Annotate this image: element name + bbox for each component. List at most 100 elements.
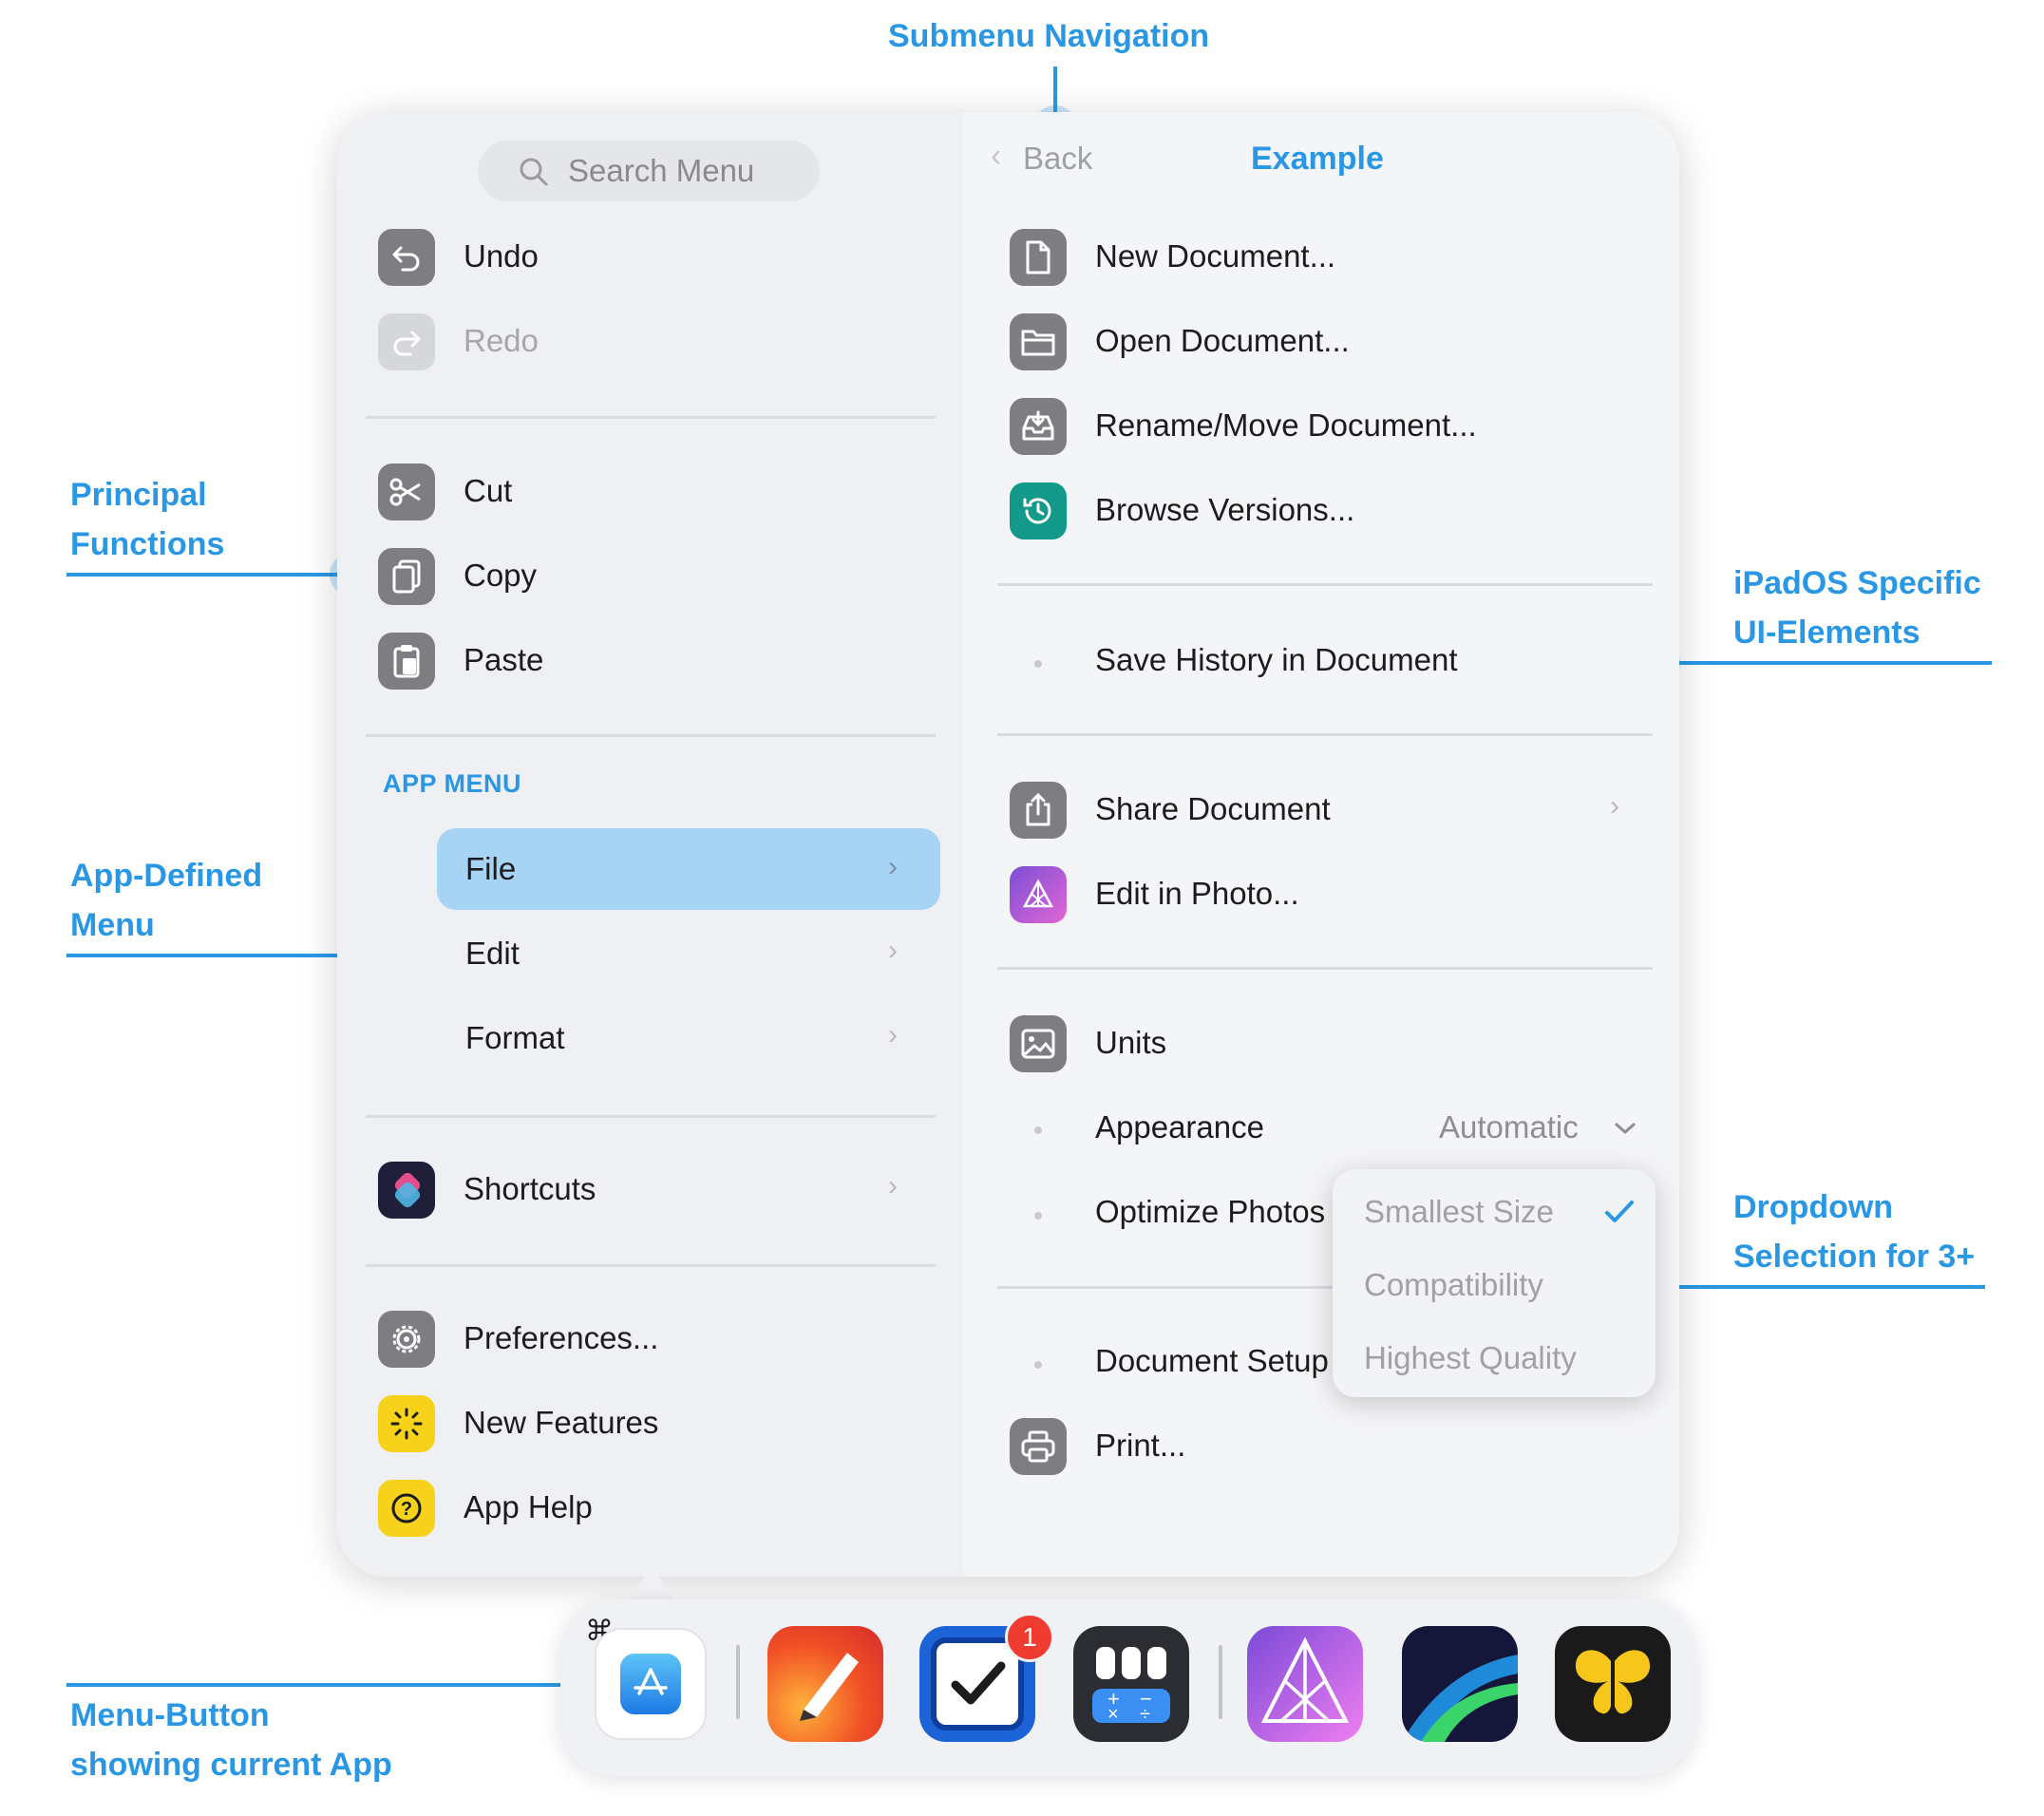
paste-item[interactable]: Paste — [464, 642, 544, 677]
edit-item[interactable]: Edit — [465, 936, 520, 971]
divider — [997, 1286, 1653, 1289]
redo-icon — [378, 313, 435, 370]
shortcuts-icon — [378, 1162, 435, 1219]
chevron-right-icon: › — [888, 851, 898, 882]
search-placeholder: Search Menu — [568, 153, 755, 188]
annotation-principal-functions: Principal — [70, 477, 207, 513]
search-icon — [520, 158, 548, 186]
bullet — [1034, 1361, 1042, 1369]
dock-separator — [1219, 1645, 1222, 1719]
annotation-app-defined-2: Menu — [70, 907, 155, 943]
divider — [366, 416, 936, 419]
chevron-right-icon: › — [888, 1019, 898, 1050]
chevron-right-icon: › — [888, 1170, 898, 1201]
undo-icon — [378, 229, 435, 286]
print-item[interactable]: Print... — [1095, 1428, 1186, 1463]
divider — [997, 967, 1653, 970]
divider — [366, 1115, 936, 1118]
annotation-submenu-navigation: Submenu Navigation — [888, 18, 1210, 54]
divider — [997, 733, 1653, 736]
main-menu-pane: Search Menu Undo Redo Cut Copy Paste APP… — [337, 112, 964, 1577]
clock-history-icon — [1010, 482, 1067, 539]
units-label: Units — [1095, 1025, 1167, 1060]
image-icon — [1010, 1015, 1067, 1072]
annotation-principal-functions-2: Functions — [70, 526, 225, 562]
new-features-item[interactable]: New Features — [464, 1405, 659, 1440]
chevron-right-icon: › — [1610, 790, 1619, 822]
chevron-right-icon: › — [888, 935, 898, 966]
browse-versions-item[interactable]: Browse Versions... — [1095, 492, 1355, 527]
annotation-ipados-specific: iPadOS Specific — [1733, 565, 1981, 601]
chevron-left-icon: ‹ — [991, 138, 1002, 174]
annotation-ipados-specific-2: UI-Elements — [1733, 615, 1921, 651]
annotation-line — [1653, 1285, 1985, 1289]
folder-icon — [1010, 313, 1067, 370]
annotation-line — [1657, 661, 1992, 665]
optimize-photos-dropdown: Smallest Size Compatibility Highest Qual… — [1333, 1169, 1656, 1397]
svg-text:?: ? — [401, 1499, 412, 1520]
open-document-item[interactable]: Open Document... — [1095, 323, 1350, 358]
dock-separator — [736, 1645, 740, 1719]
rename-move-item[interactable]: Rename/Move Document... — [1095, 407, 1477, 443]
search-menu-field[interactable]: Search Menu — [478, 141, 820, 201]
app-store-icon — [620, 1654, 681, 1714]
file-item[interactable]: File — [465, 851, 517, 886]
lumafusion-app-icon[interactable] — [1402, 1626, 1518, 1742]
back-button[interactable]: Back — [1023, 141, 1093, 176]
ulysses-app-icon[interactable] — [1555, 1626, 1671, 1742]
redo-item[interactable]: Redo — [464, 323, 539, 358]
appearance-label: Appearance — [1095, 1109, 1264, 1144]
bullet — [1034, 1212, 1042, 1220]
tray-arrow-icon — [1010, 398, 1067, 455]
shortcuts-item[interactable]: Shortcuts — [464, 1171, 596, 1206]
cut-item[interactable]: Cut — [464, 473, 513, 508]
document-icon — [1010, 229, 1067, 286]
help-icon: ? — [378, 1480, 435, 1537]
appearance-value[interactable]: Automatic — [1439, 1109, 1579, 1144]
undo-item[interactable]: Undo — [464, 238, 539, 274]
dropdown-option-compatibility[interactable]: Compatibility — [1364, 1267, 1543, 1302]
dropdown-option-highest-quality[interactable]: Highest Quality — [1364, 1340, 1577, 1375]
affinity-photo-app-icon[interactable] — [1247, 1626, 1363, 1742]
notification-badge: 1 — [1005, 1613, 1054, 1662]
annotation-dropdown-selection: Dropdown — [1733, 1189, 1894, 1225]
dropdown-option-smallest-size[interactable]: Smallest Size — [1364, 1194, 1554, 1229]
preferences-item[interactable]: Preferences... — [464, 1320, 659, 1355]
gear-icon — [378, 1311, 435, 1368]
chevron-down-icon — [1615, 1123, 1636, 1134]
save-history-label: Save History in Document — [1095, 642, 1458, 677]
annotation-menu-button-2: showing current App — [70, 1747, 392, 1783]
submenu-title: Example — [1251, 141, 1384, 177]
sketch-app-icon[interactable] — [767, 1626, 883, 1742]
bullet — [1034, 1126, 1042, 1134]
annotation-line — [66, 954, 418, 957]
annotation-line — [66, 573, 351, 577]
calculator-app-icon[interactable]: + − × ÷ — [1073, 1626, 1189, 1742]
paste-icon — [378, 633, 435, 690]
bullet — [1034, 660, 1042, 668]
menu-button[interactable] — [595, 1628, 707, 1740]
divider — [997, 583, 1653, 586]
share-document-item[interactable]: Share Document — [1095, 791, 1331, 826]
annotation-menu-button: Menu-Button — [70, 1697, 270, 1733]
document-setup-item[interactable]: Document Setup — [1095, 1343, 1329, 1378]
divider — [366, 1264, 936, 1267]
app-help-item[interactable]: App Help — [464, 1489, 593, 1524]
new-document-item[interactable]: New Document... — [1095, 238, 1336, 274]
annotation-dropdown-selection-2: Selection for 3+ — [1733, 1239, 1976, 1275]
edit-in-photo-item[interactable]: Edit in Photo... — [1095, 876, 1299, 911]
app-menu-header: APP MENU — [383, 769, 522, 798]
divider — [366, 734, 936, 737]
checkmark-icon — [1605, 1201, 1634, 1222]
copy-icon — [378, 548, 435, 605]
printer-icon — [1010, 1418, 1067, 1475]
menu-pointer — [627, 1567, 676, 1601]
annotation-line — [1053, 66, 1057, 120]
photo-app-icon — [1010, 866, 1067, 923]
file-item-highlight[interactable] — [437, 828, 940, 910]
share-icon — [1010, 782, 1067, 839]
optimize-photos-label: Optimize Photos — [1095, 1194, 1326, 1229]
copy-item[interactable]: Copy — [464, 558, 538, 593]
format-item[interactable]: Format — [465, 1020, 565, 1055]
scissors-icon — [378, 463, 435, 520]
